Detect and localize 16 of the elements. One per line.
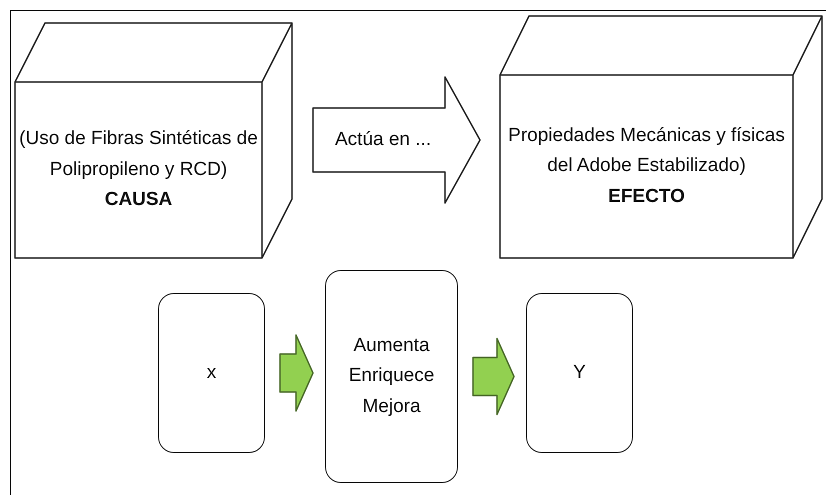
cube-box	[15, 23, 292, 258]
node-text: Y	[572, 360, 587, 385]
heading-label: EFECTO	[608, 184, 685, 209]
node-text: Aumenta Enriquece Mejora	[348, 334, 436, 419]
rounded-box	[526, 293, 633, 453]
block-arrow	[472, 338, 515, 416]
rounded-box	[158, 293, 265, 453]
node-text: Propiedades Mecánicas y físicas del Adobe Estabilizado)	[507, 124, 786, 178]
edge-label: Actúa en ...	[335, 129, 432, 151]
block-arrow	[312, 76, 481, 204]
node-text: (Uso de Fibras Sintéticas de Polipropileno y RCD)	[19, 127, 258, 182]
node-text: x	[206, 360, 218, 385]
block-arrow	[279, 334, 314, 412]
rounded-box	[325, 270, 458, 483]
heading-label: CAUSA	[104, 188, 172, 212]
cube-box	[500, 16, 822, 258]
